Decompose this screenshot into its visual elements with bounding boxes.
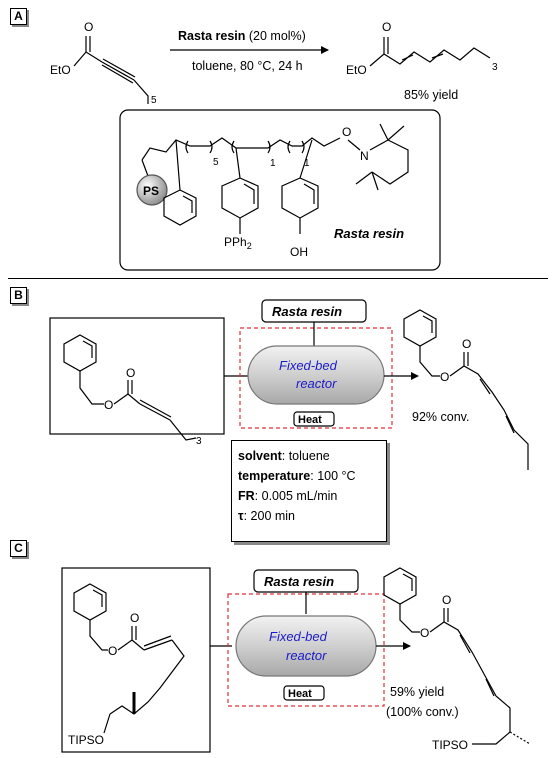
panel-label-a: A: [10, 8, 27, 25]
fixed-bed-reactor-c: [235, 615, 377, 677]
resin-n3: 1: [304, 158, 310, 169]
panel-b-flow: O O 3 Rasta resin Fixed-bed reactor Heat…: [49, 299, 529, 470]
svg-text:Fixed-bed: Fixed-bed: [279, 358, 338, 373]
yield-c: 59% yield: [390, 685, 444, 699]
condition-solvent: solvent: toluene: [238, 449, 330, 463]
prod-chain-subscript: 3: [492, 62, 498, 73]
svg-text:O: O: [84, 20, 93, 34]
svg-text:reactor: reactor: [286, 648, 327, 663]
svg-text:O: O: [130, 611, 139, 625]
svg-text:Rasta resin (20 mol%): Rasta resin (20 mol%): [178, 29, 306, 43]
resin-oxygen: O: [342, 125, 351, 139]
heat-label-c: [283, 685, 325, 701]
conversion-c: (100% conv.): [386, 705, 459, 719]
start-tips-c: TIPSO: [68, 733, 104, 747]
yield-a: 85% yield: [404, 88, 458, 102]
fixed-bed-reactor-b: [247, 345, 385, 405]
oh-label: OH: [290, 245, 308, 259]
svg-text:O: O: [420, 626, 429, 640]
start-subscript-b: 3: [196, 436, 202, 447]
prod-ester-group: EtO: [346, 63, 367, 77]
panel-label-c: C: [10, 540, 27, 557]
svg-text:O: O: [462, 337, 471, 351]
resin-nitrogen: N: [360, 149, 369, 163]
svg-text:O: O: [108, 644, 117, 658]
svg-text:Rasta resin: Rasta resin: [264, 574, 334, 589]
ps-label: PS: [143, 184, 159, 198]
start-ester-group: EtO: [50, 63, 71, 77]
svg-text:O: O: [440, 370, 449, 384]
condition-temperature: temperature: 100 °C: [238, 469, 356, 483]
svg-text:PPh2: PPh2: [224, 235, 252, 251]
condition-residence-time: τ: 200 min: [238, 509, 296, 523]
panel-label-b: B: [10, 287, 27, 304]
svg-text:Rasta resin: Rasta resin: [272, 304, 342, 319]
svg-text:O: O: [104, 398, 113, 412]
svg-text:Fixed-bed: Fixed-bed: [269, 629, 328, 644]
conversion-b: 92% conv.: [412, 410, 469, 424]
rasta-resin-box: [119, 109, 441, 271]
svg-text:O: O: [382, 20, 391, 34]
polystyrene-bead: [136, 174, 168, 206]
start-material-box-c: [61, 567, 211, 753]
svg-text:O: O: [442, 593, 451, 607]
heat-label-b: [293, 411, 335, 427]
panel-a-reaction: EtO O 5 Rasta resin (20 mol%) toluene, 8…: [50, 20, 498, 271]
conditions-box: solvent: toluene temperature: 100 °C FR:…: [231, 440, 387, 542]
resin-n1: 5: [213, 157, 219, 168]
start-material-box-b: [49, 317, 225, 435]
prod-tips-c: TIPSO: [432, 738, 468, 752]
svg-text:O: O: [126, 366, 135, 380]
svg-text:reactor: reactor: [296, 376, 337, 391]
svg-text:Heat: Heat: [298, 414, 322, 426]
resin-n2: 1: [270, 158, 276, 169]
conditions-a: toluene, 80 °C, 24 h: [192, 59, 303, 73]
svg-text:Heat: Heat: [288, 688, 312, 700]
divider-ab: [8, 278, 548, 279]
start-chain-subscript: 5: [151, 95, 157, 106]
panel-c-flow: O O TIPSO Rasta resin Fixed-bed reactor …: [61, 567, 531, 753]
resin-name: Rasta resin: [334, 226, 404, 241]
condition-flow-rate: FR: 0.005 mL/min: [238, 489, 338, 503]
